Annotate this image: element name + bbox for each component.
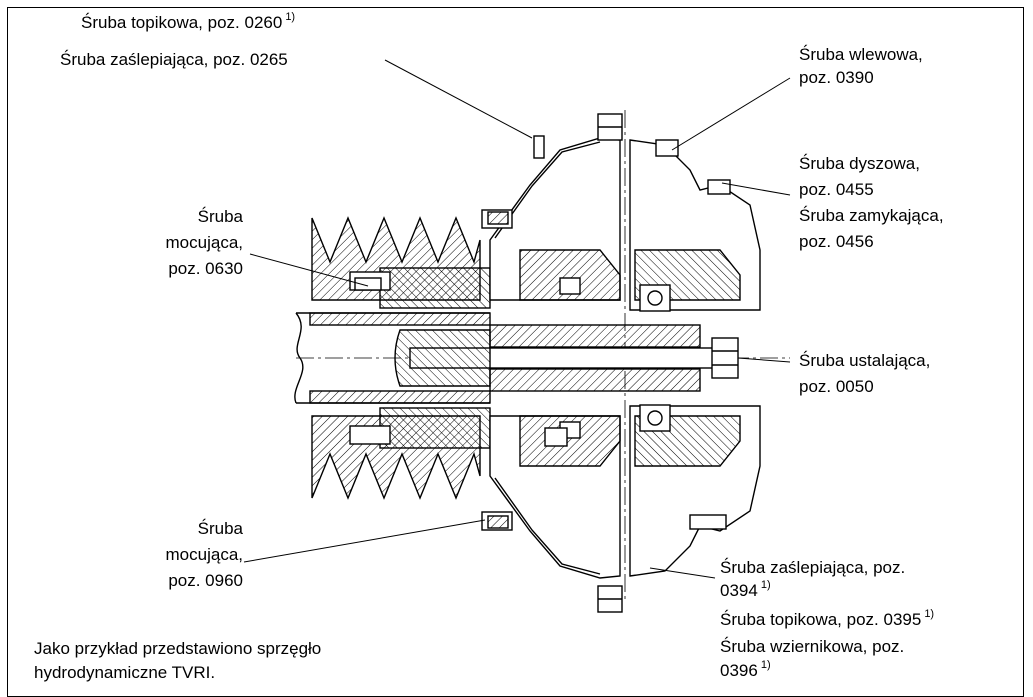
label-mocujaca-0960-line1: Śruba <box>197 519 243 538</box>
label-zaslepiajaca-0394-line1: Śruba zaślepiająca, poz. <box>720 558 906 577</box>
label-mocujaca-0630-line3: poz. 0630 <box>168 259 243 278</box>
footnote-mark: 1) <box>924 608 935 620</box>
footnote-mark: 1) <box>760 659 771 671</box>
label-zaslepiajaca-0265: Śruba zaślepiająca, poz. 0265 <box>60 50 288 69</box>
label-ustalajaca-line2: poz. 0050 <box>799 377 874 396</box>
footnote-mark: 1) <box>285 11 296 23</box>
label-mocujaca-0960-line2: mocująca, <box>165 545 243 564</box>
caption-line1: Jako przykład przedstawiono sprzęgło <box>34 639 322 658</box>
label-wlewowa-line2: poz. 0390 <box>799 68 874 87</box>
label-wlewowa-line1: Śruba wlewowa, <box>799 45 923 64</box>
label-wziernikowa-line1: Śruba wziernikowa, poz. <box>720 637 905 656</box>
footnote-mark: 1) <box>760 579 771 591</box>
label-zamykajaca-line1: Śruba zamykająca, <box>799 206 944 225</box>
label-dyszowa-line1: Śruba dyszowa, <box>799 154 920 173</box>
label-ustalajaca-line1: Śruba ustalająca, <box>799 351 931 370</box>
label-zamykajaca-line2: poz. 0456 <box>799 232 874 251</box>
caption-line2: hydrodynamiczne TVRI. <box>34 663 216 682</box>
label-mocujaca-0630-line1: Śruba <box>197 207 243 226</box>
label-dyszowa-line2: poz. 0455 <box>799 180 874 199</box>
label-mocujaca-0960-line3: poz. 0960 <box>168 571 243 590</box>
label-mocujaca-0630-line2: mocująca, <box>165 233 243 252</box>
